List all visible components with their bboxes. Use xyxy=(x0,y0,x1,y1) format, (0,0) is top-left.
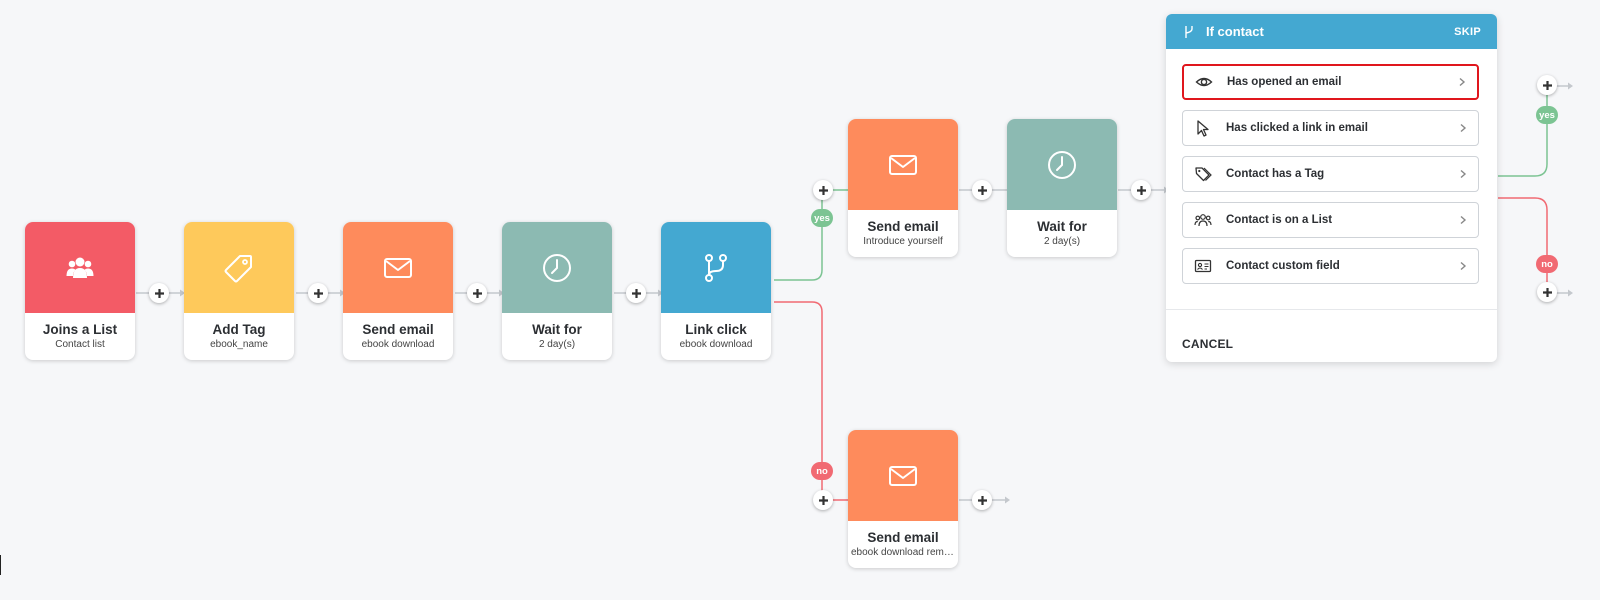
branch-icon xyxy=(705,253,727,282)
node-link-click[interactable]: Link click ebook download xyxy=(661,222,771,360)
users-icon xyxy=(66,257,94,278)
if-contact-panel: If contact SKIP Has opened an email Has … xyxy=(1166,14,1497,362)
add-step-button[interactable] xyxy=(972,490,992,510)
chevron-right-icon xyxy=(1460,123,1467,133)
chevron-right-icon xyxy=(1460,261,1467,271)
add-step-button[interactable] xyxy=(813,490,833,510)
option-label: Has opened an email xyxy=(1227,76,1342,88)
node-title: Wait for xyxy=(532,322,582,337)
plus-icon xyxy=(1542,287,1552,297)
chevron-right-icon xyxy=(1459,77,1466,87)
group-icon xyxy=(1194,214,1212,227)
plus-icon xyxy=(472,288,482,298)
node-header xyxy=(661,222,771,313)
yes-branch-badge: yes xyxy=(811,209,833,227)
tags-icon xyxy=(1195,167,1212,182)
node-header xyxy=(848,430,958,521)
plus-icon xyxy=(313,288,323,298)
node-header xyxy=(1007,119,1117,210)
text-cursor xyxy=(0,555,1,575)
node-header xyxy=(848,119,958,210)
node-subtitle: Introduce yourself xyxy=(863,236,943,247)
tag-icon xyxy=(224,254,252,282)
plus-icon xyxy=(1542,80,1552,90)
plus-icon xyxy=(977,185,987,195)
plus-icon xyxy=(1136,185,1146,195)
add-step-button[interactable] xyxy=(149,283,169,303)
node-send-email-reminder[interactable]: Send email ebook download remin... xyxy=(848,430,958,568)
panel-title: If contact xyxy=(1206,24,1264,39)
node-wait-for[interactable]: Wait for 2 day(s) xyxy=(502,222,612,360)
add-step-button[interactable] xyxy=(1131,180,1151,200)
id-card-icon xyxy=(1194,259,1212,273)
node-joins-a-list[interactable]: Joins a List Contact list xyxy=(25,222,135,360)
option-label: Contact is on a List xyxy=(1226,214,1333,226)
envelope-icon xyxy=(384,257,412,278)
node-add-tag[interactable]: Add Tag ebook_name xyxy=(184,222,294,360)
node-title: Wait for xyxy=(1037,219,1087,234)
cancel-button[interactable]: CANCEL xyxy=(1182,337,1234,351)
option-label: Contact custom field xyxy=(1226,260,1340,272)
node-subtitle: 2 day(s) xyxy=(538,339,576,350)
panel-header: If contact SKIP xyxy=(1166,14,1497,49)
option-has-opened-email[interactable]: Has opened an email xyxy=(1182,64,1479,100)
node-title: Add Tag xyxy=(212,322,266,337)
node-title: Link click xyxy=(685,322,747,337)
eye-icon xyxy=(1195,77,1213,87)
chevron-right-icon xyxy=(1460,215,1467,225)
node-subtitle: Contact list xyxy=(55,339,105,350)
skip-button[interactable]: SKIP xyxy=(1454,25,1481,38)
node-header xyxy=(25,222,135,313)
node-subtitle: ebook download xyxy=(361,339,435,350)
node-title: Joins a List xyxy=(42,322,118,337)
plus-icon xyxy=(977,495,987,505)
node-subtitle: ebook download xyxy=(679,339,753,350)
node-header xyxy=(343,222,453,313)
chevron-right-icon xyxy=(1460,169,1467,179)
envelope-icon xyxy=(889,154,917,175)
clock-icon xyxy=(1048,150,1076,179)
node-subtitle: ebook_name xyxy=(210,339,268,350)
cursor-icon xyxy=(1197,120,1209,137)
node-send-email-ebook[interactable]: Send email ebook download xyxy=(343,222,453,360)
add-step-button[interactable] xyxy=(308,283,328,303)
node-subtitle: ebook download remin... xyxy=(851,547,958,558)
node-title: Send email xyxy=(867,530,939,545)
option-contact-on-list[interactable]: Contact is on a List xyxy=(1182,202,1479,238)
branch-icon xyxy=(1185,25,1193,38)
panel-divider xyxy=(1166,309,1497,310)
option-contact-has-tag[interactable]: Contact has a Tag xyxy=(1182,156,1479,192)
add-step-button[interactable] xyxy=(626,283,646,303)
node-wait-for-2[interactable]: Wait for 2 day(s) xyxy=(1007,119,1117,257)
clock-icon xyxy=(543,253,571,282)
add-step-button[interactable] xyxy=(467,283,487,303)
node-send-email-introduce[interactable]: Send email Introduce yourself xyxy=(848,119,958,257)
add-step-button[interactable] xyxy=(1537,75,1557,95)
plus-icon xyxy=(818,495,828,505)
plus-icon xyxy=(631,288,641,298)
node-header xyxy=(184,222,294,313)
plus-icon xyxy=(818,185,828,195)
plus-icon xyxy=(154,288,164,298)
no-branch-badge: no xyxy=(1536,255,1558,273)
add-step-button[interactable] xyxy=(972,180,992,200)
option-label: Contact has a Tag xyxy=(1226,168,1325,180)
add-step-button[interactable] xyxy=(1537,282,1557,302)
envelope-icon xyxy=(889,465,917,486)
yes-branch-badge: yes xyxy=(1536,106,1558,124)
option-contact-custom-field[interactable]: Contact custom field xyxy=(1182,248,1479,284)
option-label: Has clicked a link in email xyxy=(1226,122,1368,134)
no-branch-badge: no xyxy=(811,462,833,480)
node-subtitle: 2 day(s) xyxy=(1043,236,1081,247)
node-title: Send email xyxy=(362,322,434,337)
add-step-button[interactable] xyxy=(813,180,833,200)
node-header xyxy=(502,222,612,313)
node-title: Send email xyxy=(867,219,939,234)
option-has-clicked-link[interactable]: Has clicked a link in email xyxy=(1182,110,1479,146)
